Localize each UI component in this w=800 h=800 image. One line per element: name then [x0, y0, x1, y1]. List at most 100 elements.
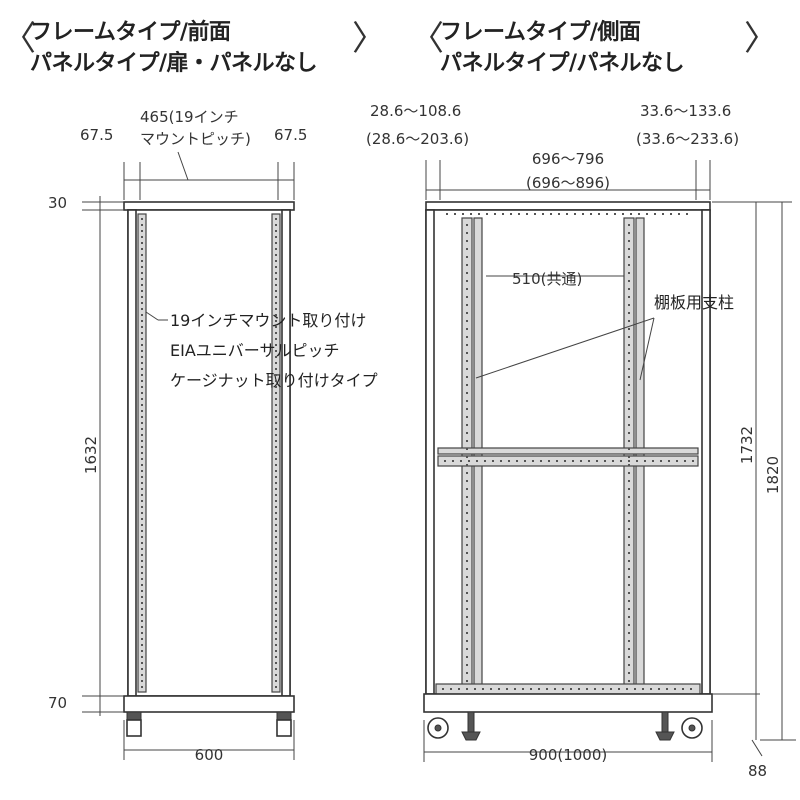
side-front-rail-hole [466, 288, 468, 290]
side-rear-rail-hole [628, 248, 630, 250]
side-top-rail-hole [662, 213, 664, 215]
front-left-rail-hole [141, 560, 143, 562]
side-shelf-hole [564, 460, 566, 462]
front-right-rail-hole [275, 278, 277, 280]
side-front-rail-hole [466, 248, 468, 250]
front-left-rail-hole [141, 386, 143, 388]
front-right-rail-hole [275, 362, 277, 364]
side-rear-rail-hole [628, 376, 630, 378]
front-right-rail-hole [275, 272, 277, 274]
front-left-rail-hole [141, 266, 143, 268]
side-bottom-rail-hole [490, 688, 492, 690]
side-base [423, 693, 713, 713]
side-front-rail-hole [466, 304, 468, 306]
front-left-rail-hole [141, 524, 143, 526]
side-top-rail-hole [526, 213, 528, 215]
side-rear-rail-hole [628, 640, 630, 642]
side-front-rail-hole [466, 552, 468, 554]
front-left-rail-hole [141, 458, 143, 460]
side-top-rail-hole [502, 213, 504, 215]
front-right-rail-hole [275, 338, 277, 340]
front-title-line1: フレームタイプ/前面 [30, 20, 231, 45]
front-left-rail-hole [141, 290, 143, 292]
front-left-rail-hole [141, 410, 143, 412]
side-shelf-hole [572, 460, 574, 462]
side-bottom-rail-hole [642, 688, 644, 690]
side-front-rail-hole [466, 576, 468, 578]
front-left-rail-hole [141, 224, 143, 226]
front-left-rail-hole [141, 626, 143, 628]
side-dim-front-offset-line1: 28.6～108.6 [370, 102, 461, 120]
side-front-rail-hole [466, 280, 468, 282]
front-right-rail-hole [275, 230, 277, 232]
front-right-rail-hole [275, 254, 277, 256]
side-front-rail-hole [466, 224, 468, 226]
side-rear-rail-hole [628, 400, 630, 402]
side-front-rail-hole [466, 640, 468, 642]
side-shelf-hole [604, 460, 606, 462]
front-left-rail-hole [141, 494, 143, 496]
side-rear-rail-hole [628, 280, 630, 282]
front-right-rail-hole [275, 248, 277, 250]
side-rear-rail-hole [628, 680, 630, 682]
side-dim-rear-offset-line1: 33.6～133.6 [640, 102, 731, 120]
side-rear-rail-hole [628, 416, 630, 418]
side-shelf-hole [460, 460, 462, 462]
side-rear-rail-hole [628, 504, 630, 506]
side-front-rail-hole [466, 632, 468, 634]
side-rear-rail-hole [628, 568, 630, 570]
front-right-rail-hole [275, 350, 277, 352]
front-right-rail-hole [275, 536, 277, 538]
side-shelf-hole [580, 460, 582, 462]
side-front-post [425, 209, 435, 695]
side-rear-rail-hole [628, 472, 630, 474]
side-bottom-rail-hole [554, 688, 556, 690]
front-left-rail-hole [141, 644, 143, 646]
side-top-rail-hole [678, 213, 680, 215]
side-bottom-rail-hole [586, 688, 588, 690]
front-dim-side-right: 67.5 [274, 126, 307, 144]
front-left-rail-hole [141, 614, 143, 616]
side-front-rail-hole [466, 472, 468, 474]
side-bottom-rail-hole [506, 688, 508, 690]
side-dim-caster: 88 [748, 762, 767, 780]
side-rear-rail-hole [628, 632, 630, 634]
front-right-rail-hole [275, 218, 277, 220]
front-right-rail-hole [275, 656, 277, 658]
front-left-rail-hole [141, 284, 143, 286]
front-right-rail-hole [275, 464, 277, 466]
side-bottom-rail-hole [594, 688, 596, 690]
side-front-rail-hole [466, 232, 468, 234]
front-left-rail-hole [141, 656, 143, 658]
front-right-rail-hole [275, 290, 277, 292]
front-left-rail-hole [141, 302, 143, 304]
front-left-rail-hole [141, 434, 143, 436]
side-rear-rail-hole [628, 560, 630, 562]
side-rear-rail-hole [628, 312, 630, 314]
front-left-rail-hole [141, 230, 143, 232]
side-front-rail-hole [466, 536, 468, 538]
side-rear-rail-hole [628, 296, 630, 298]
side-shelf-hole [476, 460, 478, 462]
side-title-line1: フレームタイプ/側面 [440, 20, 641, 45]
side-rear-rail-hole [628, 344, 630, 346]
front-right-rail-hole [275, 302, 277, 304]
side-rack [423, 201, 713, 741]
side-front-rail-hole [466, 368, 468, 370]
side-dimensions [423, 160, 796, 762]
side-rear-rail-hole [628, 360, 630, 362]
side-top-rail-hole [654, 213, 656, 215]
front-right-rail-hole [275, 650, 277, 652]
side-shelf-hole [532, 460, 534, 462]
side-top-rail-hole [614, 213, 616, 215]
side-front-rail-hole [466, 608, 468, 610]
side-rear-rail-hole [628, 384, 630, 386]
side-front-rail-hole [466, 624, 468, 626]
front-left-rail-hole [141, 512, 143, 514]
front-left-rail-hole [141, 686, 143, 688]
side-rear-rail-hole [628, 464, 630, 466]
side-front-rail-hole [466, 512, 468, 514]
side-top-rail-hole [638, 213, 640, 215]
front-left-rail-hole [141, 590, 143, 592]
side-dim-front-offset-line2: (28.6～203.6) [366, 130, 469, 148]
